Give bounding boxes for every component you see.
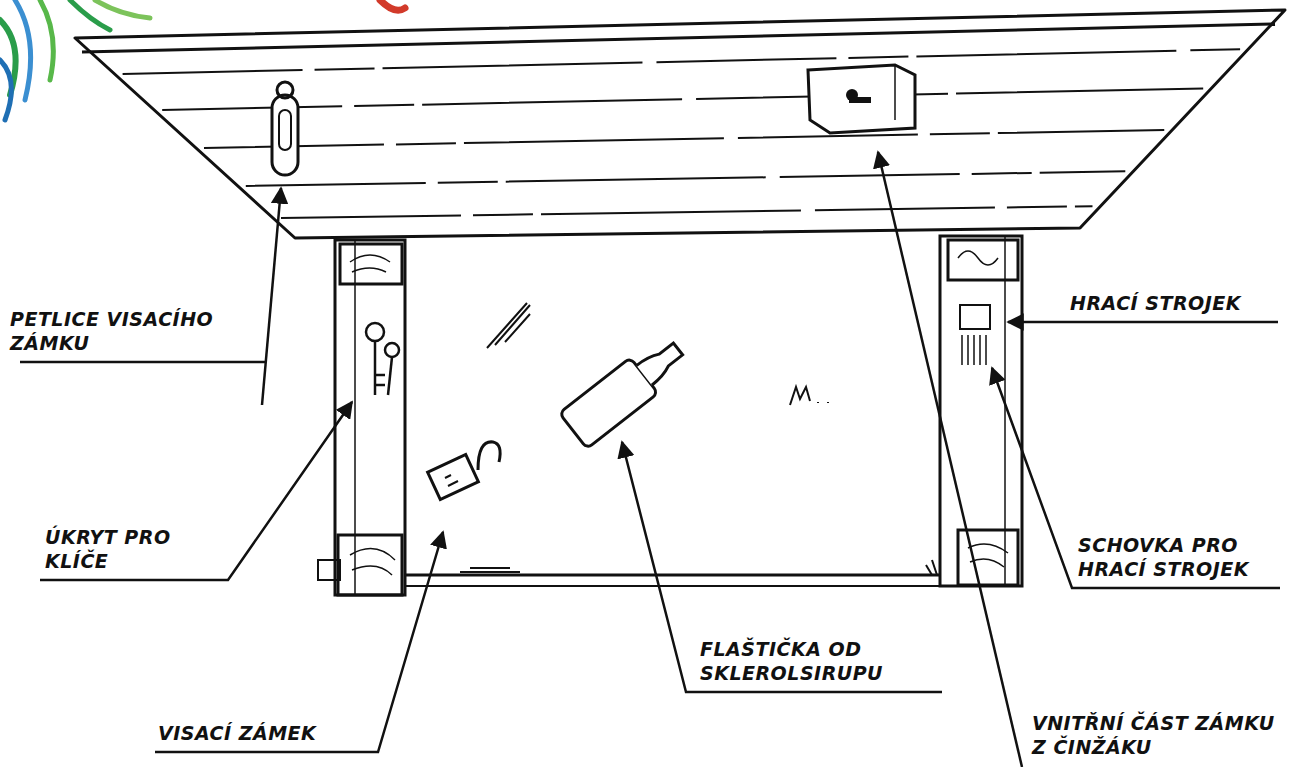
bottle-label: FLAŠTIČKA OD SKLEROLSIRUPU [700, 637, 935, 686]
plank-line [162, 88, 1203, 110]
hasp-label: PETLICE VISACÍHO ZÁMKU [10, 307, 250, 356]
hasp [272, 82, 298, 175]
lock-box [808, 65, 915, 133]
plank-line [123, 49, 1241, 74]
lock-part-label: VNITŘNÍ ČÁST ZÁMKU Z ČINŽÁKU [1032, 711, 1287, 760]
padlock [428, 442, 501, 500]
music-box-label: HRACÍ STROJEK [1070, 291, 1285, 316]
plank-line [204, 130, 1164, 148]
leader-lines [20, 152, 1280, 767]
music-box-hide-label: SCHOVKA PRO HRACÍ STROJEK [1078, 533, 1290, 582]
tabletop [75, 10, 1285, 238]
key [366, 323, 399, 395]
bottle [559, 331, 692, 448]
plank-line [281, 206, 1093, 218]
table-legs [318, 236, 1022, 595]
padlock-label: VISACÍ ZÁMEK [158, 721, 373, 746]
plank-line [246, 171, 1126, 186]
key-hide-label: ÚKRYT PRO KLÍČE [45, 525, 220, 574]
